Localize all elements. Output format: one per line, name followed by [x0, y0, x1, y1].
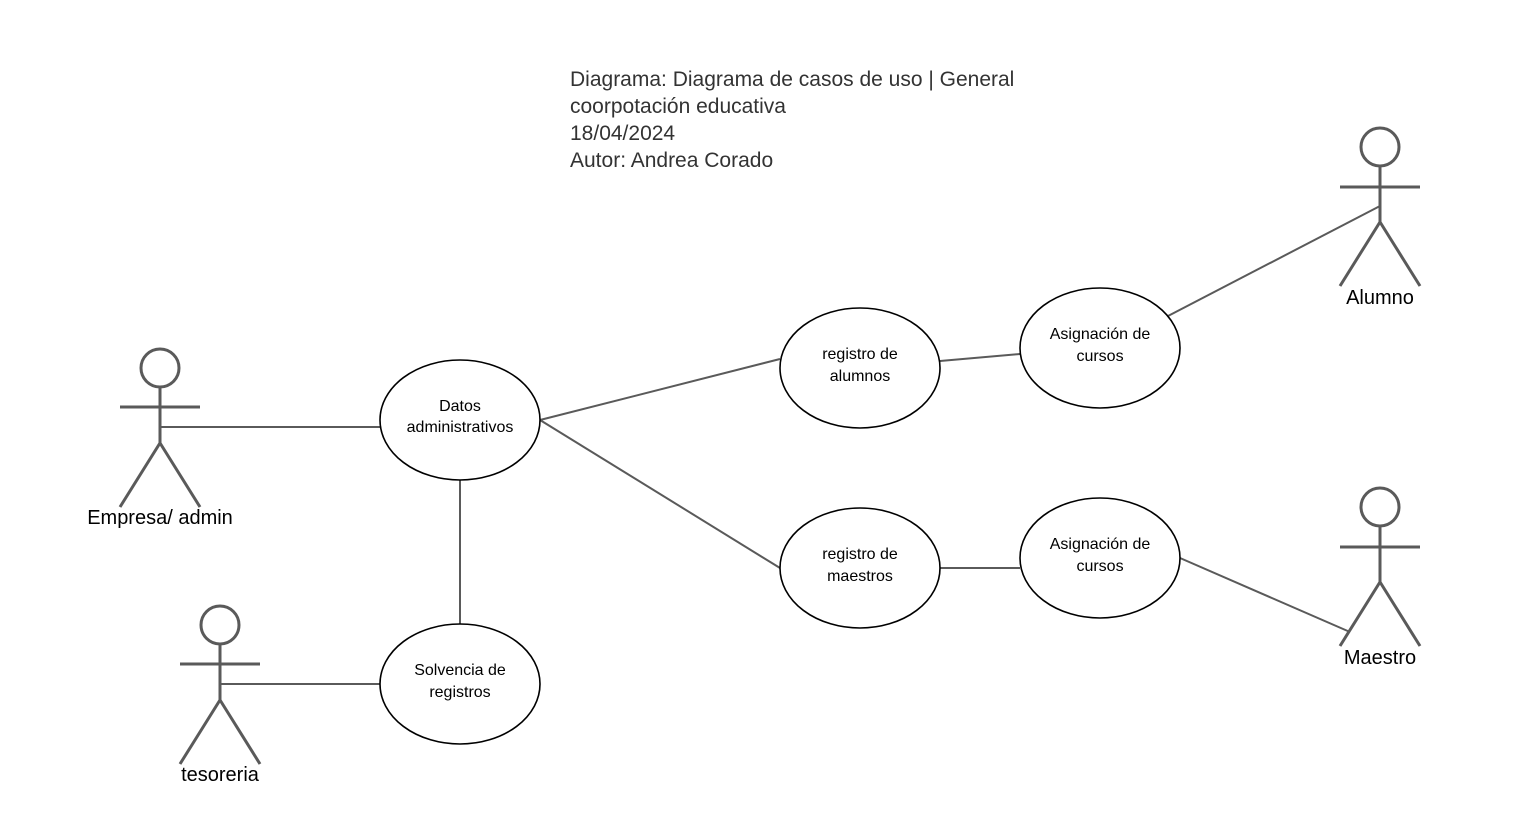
use-case-label-line-1: Solvencia de [414, 662, 506, 679]
use-case-ellipse [1019, 287, 1181, 409]
actor-left-leg [1338, 221, 1382, 287]
use-case-label-line-2: registros [429, 684, 490, 701]
use-case-ellipse [1019, 497, 1181, 619]
actor-label: Empresa/ admin [87, 507, 233, 529]
use-case-label-line-1: Datos [439, 398, 481, 415]
use-case-label-line-2: administrativos [407, 419, 514, 436]
actor-label: Alumno [1346, 287, 1414, 309]
use-case-ellipse [379, 359, 541, 481]
use-case-label-line-2: maestros [827, 568, 893, 585]
use-case-label-line-1: registro de [822, 546, 898, 563]
use-case-solvencia-de-registros[interactable]: Solvencia de registros [379, 623, 541, 745]
actor-empresa-admin[interactable]: Empresa/ admin [87, 347, 233, 529]
use-case-ellipse [779, 307, 941, 429]
actor-left-leg [178, 699, 222, 765]
actor-right-leg [158, 442, 202, 508]
actor-left-leg [1338, 581, 1382, 647]
actor-left-leg [118, 442, 162, 508]
use-case-label-line-2: cursos [1076, 348, 1123, 365]
actor-head [199, 604, 241, 646]
actor-head [139, 347, 181, 389]
use-case-label-line-1: Asignación de [1050, 326, 1151, 343]
actor-right-leg [1378, 221, 1422, 287]
association-datos-registro-alumnos[interactable] [539, 358, 781, 421]
associations [160, 205, 1381, 685]
association-registro-asignacion-alumnos[interactable] [939, 353, 1021, 362]
use-case-asignacion-cursos-alumnos[interactable]: Asignación de cursos [1019, 287, 1181, 409]
actor-right-leg [218, 699, 262, 765]
association-asignacion-alumno[interactable] [1167, 205, 1381, 317]
diagram-header: Diagrama: Diagrama de casos de uso | Gen… [570, 68, 1014, 172]
organization-name: coorpotación educativa [570, 95, 786, 118]
use-case-asignacion-cursos-maestros[interactable]: Asignación de cursos [1019, 497, 1181, 619]
actor-tesoreria[interactable]: tesoreria [178, 604, 262, 786]
actor-head [1359, 126, 1401, 168]
diagram-date: 18/04/2024 [570, 122, 675, 145]
use-case-ellipse [779, 507, 941, 629]
use-case-label-line-2: cursos [1076, 558, 1123, 575]
use-case-datos-administrativos[interactable]: Datos administrativos [379, 359, 541, 481]
actor-alumno[interactable]: Alumno [1338, 126, 1422, 309]
association-datos-registro-maestros[interactable] [539, 419, 781, 569]
use-case-ellipse [379, 623, 541, 745]
actor-maestro[interactable]: Maestro [1338, 486, 1422, 669]
use-case-label-line-1: registro de [822, 346, 898, 363]
use-case-label-line-2: alumnos [830, 368, 890, 385]
actor-label: tesoreria [181, 764, 260, 786]
actor-head [1359, 486, 1401, 528]
diagram-author: Autor: Andrea Corado [570, 149, 773, 172]
use-case-registro-alumnos[interactable]: registro de alumnos [779, 307, 941, 429]
diagram-title: Diagrama: Diagrama de casos de uso | Gen… [570, 68, 1014, 91]
actor-right-leg [1378, 581, 1422, 647]
association-asignacion-maestro[interactable] [1179, 557, 1351, 633]
use-case-registro-maestros[interactable]: registro de maestros [779, 507, 941, 629]
actor-label: Maestro [1344, 647, 1416, 669]
use-case-label-line-1: Asignación de [1050, 536, 1151, 553]
